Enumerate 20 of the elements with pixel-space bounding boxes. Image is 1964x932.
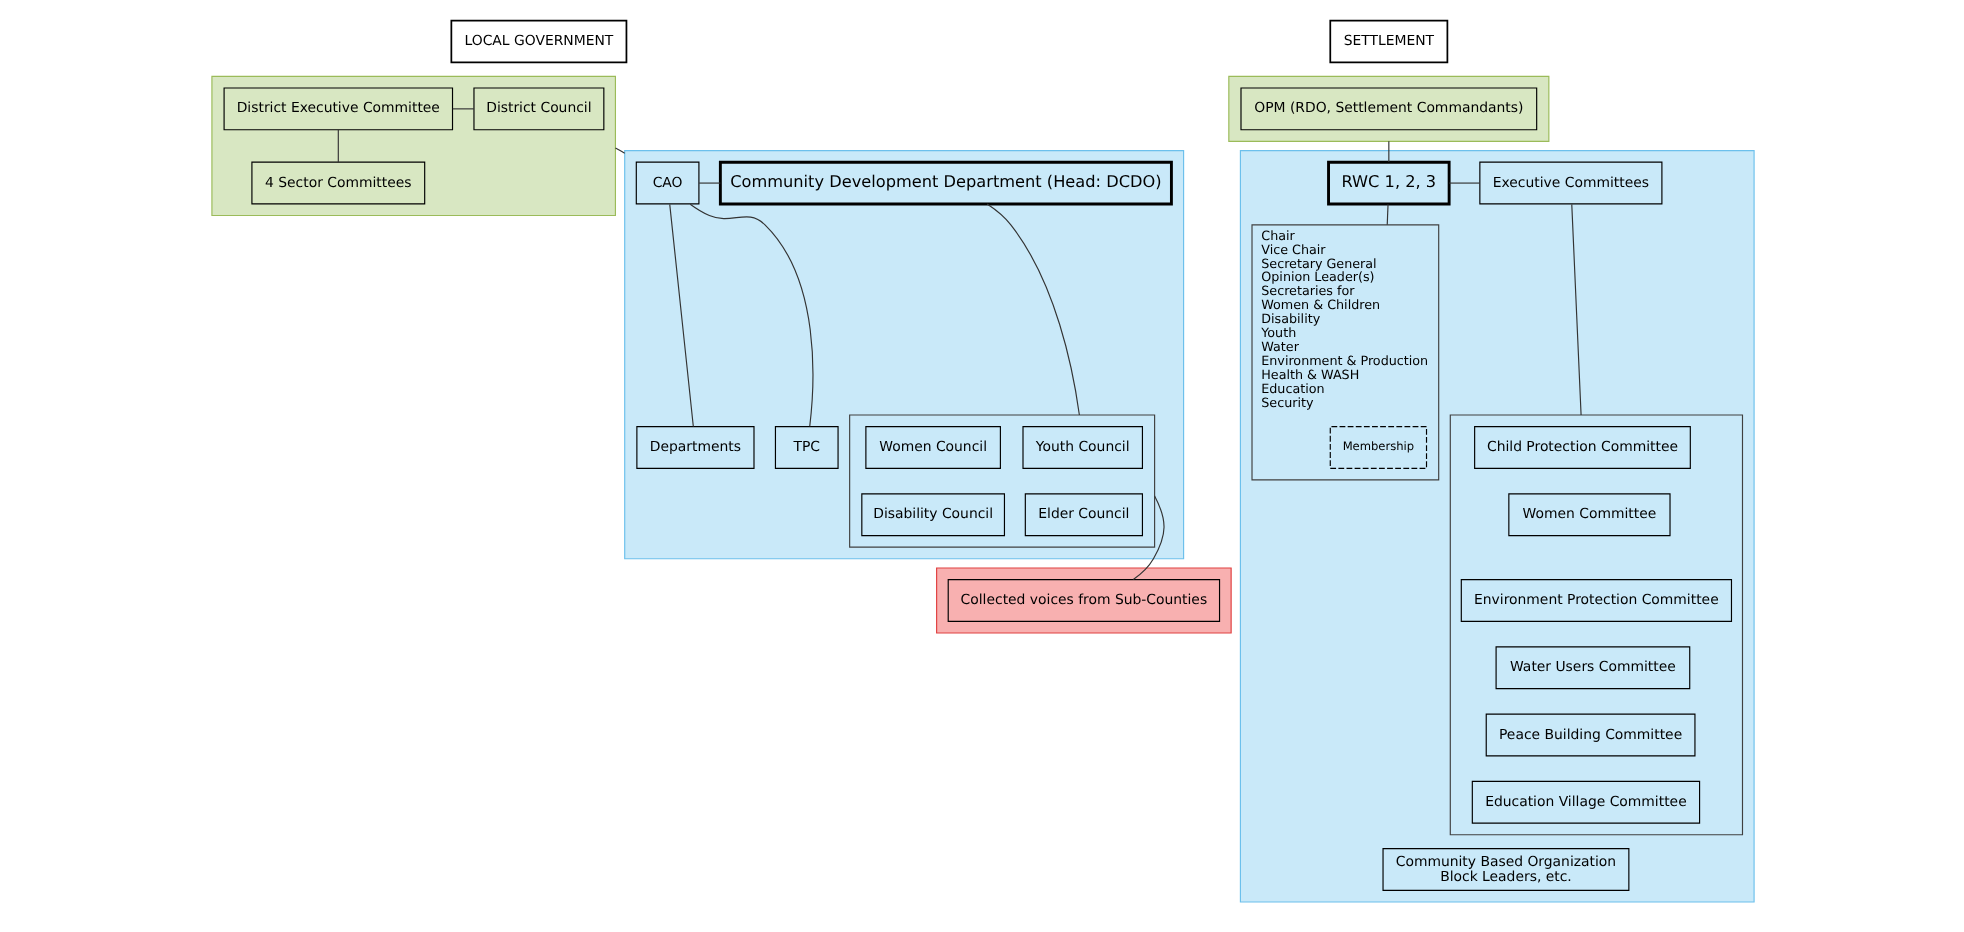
connector <box>336 129 338 163</box>
node-box: Community Development Department (Head: DCDO) <box>717 160 1172 206</box>
connector <box>697 182 720 184</box>
cluster <box>1227 75 1549 142</box>
connector <box>613 147 625 154</box>
connector <box>1385 203 1388 226</box>
connector <box>1387 140 1389 163</box>
connector <box>451 108 474 110</box>
cluster <box>210 75 615 217</box>
connector <box>1447 182 1480 184</box>
cluster <box>1238 150 1754 903</box>
cluster <box>1448 414 1743 836</box>
connector <box>668 203 693 428</box>
connector <box>985 203 1079 416</box>
cluster <box>848 414 1155 548</box>
connector <box>1570 203 1581 416</box>
node-box: RWC 1, 2, 3 <box>1326 160 1450 206</box>
cluster <box>623 150 1184 560</box>
cluster <box>935 567 1231 634</box>
connector <box>688 203 813 427</box>
